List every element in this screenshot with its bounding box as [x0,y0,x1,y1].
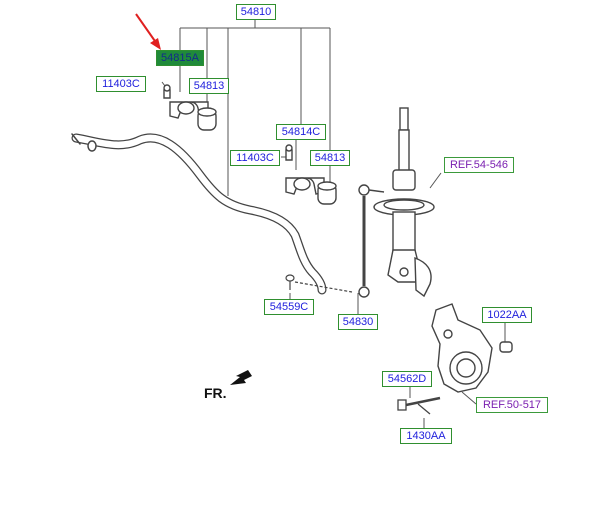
leader-lines [161,20,506,428]
part-label-54810[interactable]: 54810 [236,4,276,20]
part-label-11403c-b[interactable]: 11403C [230,150,280,166]
strut-assembly [373,107,435,298]
part-label-54830[interactable]: 54830 [338,314,378,330]
front-direction-label: FR. [204,385,227,401]
bushing-bracket-b [285,144,337,205]
part-label-54813-b[interactable]: 54813 [310,150,350,166]
part-label-11403c-a[interactable]: 11403C [96,76,146,92]
pointer-arrow-icon [135,13,161,50]
part-label-54814c[interactable]: 54814C [276,124,326,140]
ref-label-54-546[interactable]: REF.54-546 [444,157,514,173]
part-label-54559c[interactable]: 54559C [264,299,314,315]
part-label-54815a[interactable]: 54815A [156,50,204,66]
part-label-1430aa[interactable]: 1430AA [400,428,452,444]
part-label-54562d[interactable]: 54562D [382,371,432,387]
stabilizer-link [358,184,385,298]
steering-knuckle [431,303,513,393]
stabilizer-bar [71,133,327,295]
bushing-bracket-a [163,84,217,131]
front-direction-arrow-icon [230,370,252,385]
part-label-54813-a[interactable]: 54813 [189,78,229,94]
part-label-1022aa[interactable]: 1022AA [482,307,532,323]
bolt-54559c [285,274,353,293]
ref-label-50-517[interactable]: REF.50-517 [476,397,548,413]
bolt-and-pin [397,396,441,415]
